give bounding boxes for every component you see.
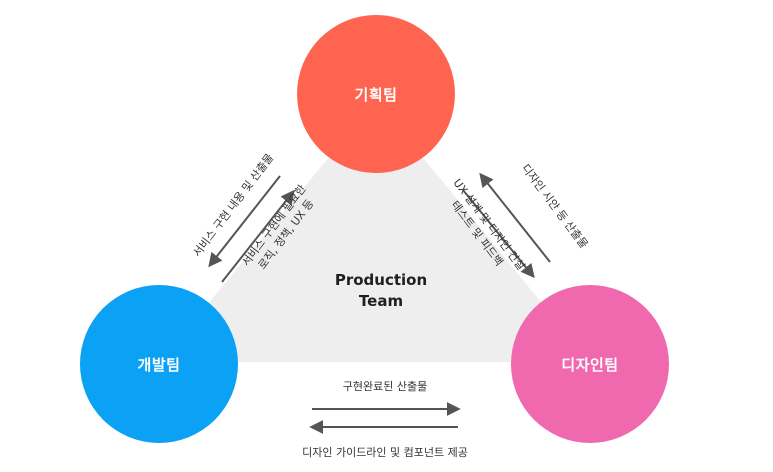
development-team-label: 개발팀 (137, 355, 181, 374)
production-team-label: Production Team (316, 270, 446, 312)
planning-team-label: 기획팀 (354, 85, 398, 104)
production-team-line2: Team (358, 292, 404, 310)
design-team-label: 디자인팀 (561, 355, 619, 374)
design-team-node: 디자인팀 (511, 285, 669, 443)
arrow-development-to-planning (221, 189, 295, 283)
flow-label-development-to-design: 구현완료된 산출물 (342, 380, 428, 393)
arrow-planning-to-design (462, 189, 535, 279)
development-team-node: 개발팀 (80, 285, 238, 443)
planning-team-node: 기획팀 (297, 15, 455, 173)
arrow-design-to-planning (479, 172, 551, 263)
arrow-planning-to-development (208, 175, 281, 268)
production-team-line1: Production (334, 271, 428, 289)
flow-label-design-to-development: 디자인 가이드라인 및 컴포넌트 제공 (302, 446, 468, 459)
team-triangle (160, 100, 590, 362)
